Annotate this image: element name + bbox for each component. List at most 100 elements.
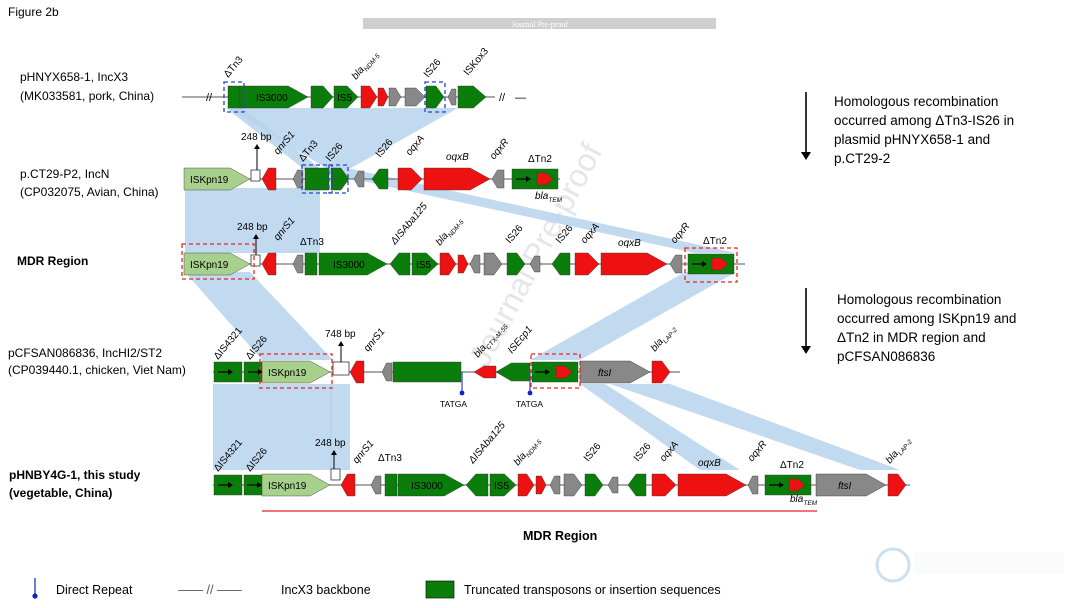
homology-band <box>580 384 740 470</box>
plasmid-name-line2: (CP032075, Avian, China) <box>20 185 159 199</box>
plasmid-name-line1: pCFSAN086836, IncHI2/ST2 <box>8 346 162 360</box>
spacer-248bp <box>330 468 341 481</box>
gene-label-subscript: TEM <box>548 197 562 204</box>
gene-arrow <box>563 473 583 497</box>
plasmid-names: pHNYX658-1, IncX3 (MK033581, pork, China… <box>8 70 186 500</box>
blandm-arrow <box>360 85 378 109</box>
gene-label-dTn3: ΔTn3 <box>378 453 402 464</box>
gene-label-blaNDM: blaNDM-5 <box>434 215 466 250</box>
gene-label-blaNDM: blaNDM-5 <box>512 435 544 470</box>
note-line: occurred among ISKpn19 and <box>837 311 1016 326</box>
note-line: occurred among ΔTn3-IS26 in <box>834 113 1014 128</box>
direct-repeat-marker <box>257 482 262 488</box>
blandm-arrow <box>517 473 535 497</box>
is26-arrow <box>506 252 526 276</box>
is26-arrow <box>425 85 445 109</box>
ftsi-arrow <box>579 360 651 384</box>
blactx-arrow <box>473 365 497 379</box>
note-line: ΔTn2 in MDR region and <box>837 330 986 345</box>
direct-repeat-marker <box>228 482 233 488</box>
oqxr-arrow <box>747 475 759 495</box>
highlight-boxes <box>181 81 738 389</box>
legend-direct-repeat-label: Direct Repeat <box>56 583 133 597</box>
qnrs1-arrow <box>340 473 356 497</box>
preproof-banner-text: Journal Pre-proof <box>512 20 569 29</box>
gene-label-blaTEM: blaTEM <box>790 494 818 507</box>
plasmid-name-line1: pHNYX658-1, IncX3 <box>20 70 128 84</box>
gene-label-oqxB: oqxB <box>446 152 469 163</box>
plasmid-name-line2: (vegetable, China) <box>9 486 112 500</box>
is26-arrow <box>330 167 350 191</box>
gene-label-dTn2: ΔTn2 <box>528 154 552 165</box>
instrument-logo-watermark <box>875 547 1064 583</box>
direct-repeat-marker <box>228 369 233 375</box>
homology-band <box>530 272 736 360</box>
direct-repeat-marker <box>779 482 784 488</box>
qnrs1-arrow <box>261 167 277 191</box>
dtn3-block <box>304 167 330 191</box>
plasmid-name-line2: (CP039440.1, chicken, Viet Nam) <box>8 363 186 377</box>
oqxa-arrow <box>397 167 423 191</box>
oqxa-arrow <box>574 252 600 276</box>
iskpn19-arrow <box>183 167 251 191</box>
highlight-box-is26 <box>328 164 349 194</box>
highlight-box-dtn2 <box>684 247 738 283</box>
oqxa-arrow <box>651 473 677 497</box>
gene-label-subscript: NDM-5 <box>363 52 382 73</box>
note-line: Homologous recombination <box>837 292 1001 307</box>
gene-label-dISAba125: ΔISAba125 <box>388 201 430 248</box>
is5-arrow <box>411 252 439 276</box>
gene-label-blaLAP: blaLAP-2 <box>649 322 679 355</box>
gene-label-bp248: 248 bp <box>237 222 268 233</box>
homology-band <box>226 108 322 170</box>
gene-arrow <box>535 475 547 495</box>
homology-band <box>610 384 900 470</box>
iskpn19-arrow <box>261 473 331 497</box>
blatem-arrow <box>788 478 806 492</box>
gene-label-dTn2: ΔTn2 <box>703 236 727 247</box>
homology-band <box>185 272 333 360</box>
gene-label-subscript: LAP-2 <box>897 438 914 457</box>
is3000-arrow <box>397 473 465 497</box>
gene-label-bp248: 248 bp <box>315 438 346 449</box>
gene-arrow <box>292 169 304 189</box>
spacer-248bp <box>250 254 261 267</box>
legend-green-swatch <box>425 580 455 599</box>
gene-label-ftsI: ftsI <box>598 368 612 379</box>
oqxb-arrow <box>600 252 668 276</box>
gene-label-ftsI: ftsI <box>838 481 852 492</box>
dtn3-block <box>384 473 398 497</box>
isecp1-arrow <box>495 362 531 382</box>
homology-band <box>185 188 320 253</box>
legend-truncated-label: Truncated transposons or insertion seque… <box>464 583 721 597</box>
gene-label-oqxR: oqxR <box>488 137 511 162</box>
direct-repeat-marker <box>526 176 531 182</box>
note-line: plasmid pHNYX658-1 and <box>834 132 990 147</box>
direct-repeat-marker <box>258 369 263 375</box>
highlight-box-dtn2 <box>530 353 581 389</box>
gene-label-subscript: NDM-5 <box>447 218 466 239</box>
qnrs1-arrow <box>349 360 365 384</box>
spacer-pointer-head <box>253 234 259 239</box>
recombination-arrowhead-2 <box>801 346 811 354</box>
blalap-arrow <box>651 360 671 384</box>
backbone-dash-right: — <box>515 92 526 104</box>
gene-label-oqxB: oqxB <box>618 238 641 249</box>
dtn2-block <box>764 474 812 496</box>
recombination-arrowhead-1 <box>801 152 811 160</box>
ftsi-arrow <box>815 473 887 497</box>
gene-label-ISKpn19: ISKpn19 <box>268 368 307 379</box>
is26-arrow <box>551 252 571 276</box>
backbone-break-left: // <box>206 92 213 104</box>
preproof-banner <box>363 18 716 29</box>
is26-arrow <box>371 168 389 190</box>
gene-label-subscript: TEM <box>803 500 817 507</box>
gene-label-ISKpn19: ISKpn19 <box>190 175 229 186</box>
gene-label-oqxB: oqxB <box>698 458 721 469</box>
oqxb-arrow <box>423 167 491 191</box>
dtn2-block <box>531 361 579 383</box>
dtn2-block <box>687 253 735 275</box>
gene-label-dISAba125: ΔISAba125 <box>466 420 508 467</box>
